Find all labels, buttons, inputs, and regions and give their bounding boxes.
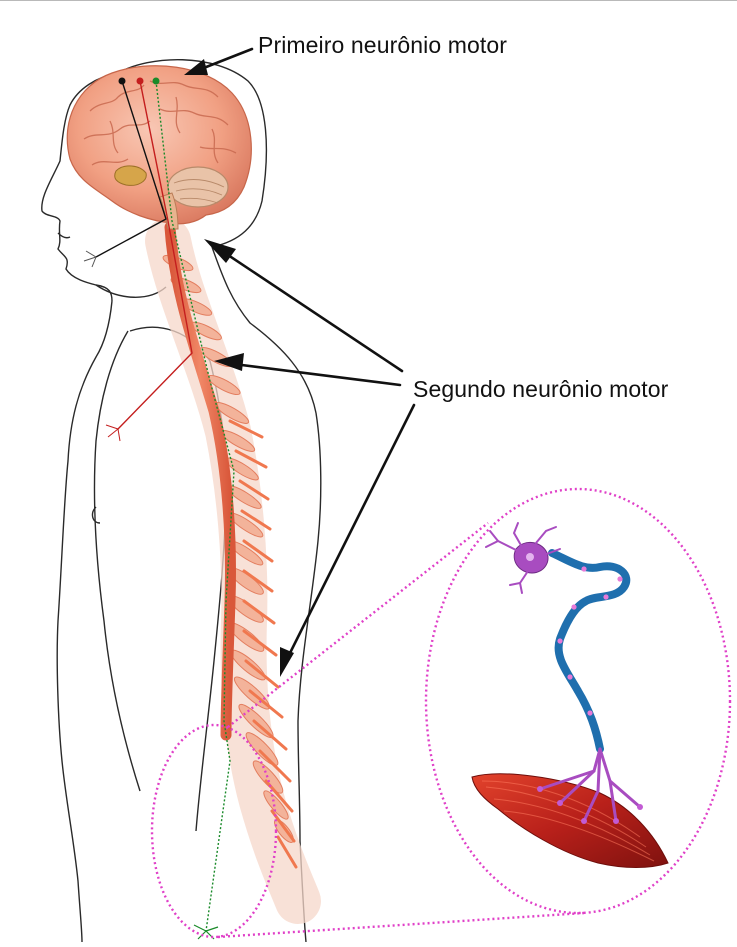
arm-nerve-terminal bbox=[106, 425, 120, 441]
axon bbox=[552, 553, 626, 749]
neuron-soma bbox=[514, 542, 548, 573]
face-nerve-terminal bbox=[84, 251, 96, 267]
zoom-line-bottom bbox=[218, 913, 584, 937]
nodes-of-ranvier bbox=[557, 566, 622, 715]
basal-structure bbox=[115, 166, 147, 185]
jaw-outline bbox=[96, 285, 166, 297]
arm-front-outline bbox=[94, 331, 140, 791]
nipple-mark bbox=[93, 507, 100, 523]
arrowhead-neck bbox=[204, 239, 236, 263]
second-motor-neuron-label: Segundo neurônio motor bbox=[413, 376, 668, 403]
arrowhead-first bbox=[184, 59, 208, 75]
arrow-second-neuron-chest bbox=[226, 363, 400, 385]
arrow-second-neuron-lower bbox=[286, 405, 414, 661]
zoomed-lower-motor-neuron bbox=[472, 523, 668, 868]
first-motor-neuron-label: Primeiro neurônio motor bbox=[258, 32, 507, 59]
cortex-neuron-black bbox=[119, 78, 126, 85]
cortex-neuron-green bbox=[153, 78, 160, 85]
cerebellum bbox=[168, 167, 228, 207]
cortex-neuron-red bbox=[137, 78, 144, 85]
brain bbox=[67, 66, 251, 229]
arrow-second-neuron-neck bbox=[216, 247, 402, 371]
vertebral-column bbox=[161, 227, 298, 901]
